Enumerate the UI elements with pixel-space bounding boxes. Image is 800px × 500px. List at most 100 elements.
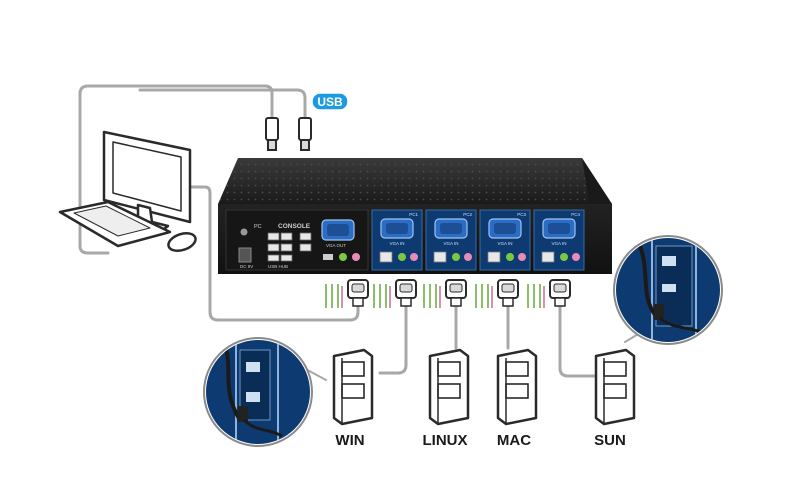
connector-head-4 [475, 279, 519, 308]
port-id-label: PC3 [517, 212, 526, 217]
mic-in-port [410, 253, 418, 261]
mic-in-port [518, 253, 526, 261]
vga-in-socket [440, 223, 462, 234]
computer-tower-icon [428, 348, 470, 426]
vga-in-label: VGA IN [551, 241, 566, 246]
computers [332, 348, 636, 426]
vga-plug-pins [553, 283, 567, 293]
audio-leads [325, 284, 339, 308]
cables [78, 84, 649, 381]
audio-out-port [560, 253, 568, 261]
connector-head-1 [325, 279, 369, 308]
usb-hub-label: USB HUB [268, 264, 288, 269]
connector-head-2 [373, 279, 417, 308]
usb-badge-label: USB [317, 95, 343, 109]
vga-in-label: VGA IN [389, 241, 404, 246]
drive-bay-bottom [603, 383, 627, 399]
cable-connectors [325, 279, 571, 308]
console-label: CONSOLE [278, 223, 311, 230]
label-linux: LINUX [423, 432, 468, 449]
label-win: WIN [335, 432, 364, 449]
audio-out-port [452, 253, 460, 261]
connector-head-3 [423, 279, 467, 308]
port-id-label: PC4 [571, 212, 580, 217]
audio-leads [527, 284, 541, 308]
vga-plug-pins [351, 283, 365, 293]
usb-plugs [265, 117, 312, 151]
console-cable [186, 185, 360, 322]
console-audio-green [339, 253, 347, 261]
vga-plug-pins [501, 283, 515, 293]
cable-pc1 [378, 298, 408, 375]
usb-b-port [379, 251, 393, 263]
vga-plug-boot [554, 297, 566, 307]
kvm-switch: DC 9V PC CONSOLE USB HUB VGA OUT PC1VGA … [218, 158, 612, 274]
usb-cable-1 [78, 84, 274, 255]
vga-plug-boot [352, 297, 364, 307]
vga-in-socket [386, 223, 408, 234]
console-mini-port [323, 254, 333, 260]
usb-cable-2 [138, 88, 307, 124]
drive-bay-bottom [505, 383, 529, 399]
drive-bay-bottom [341, 383, 365, 399]
port-id-label: PC1 [409, 212, 418, 217]
usb-hub-ports [267, 232, 312, 262]
audio-leads [475, 284, 489, 308]
dc-label: DC 9V [240, 264, 253, 269]
audio-out-port [506, 253, 514, 261]
pc-label: PC [254, 224, 262, 230]
monitor-screen [112, 141, 182, 212]
callout-left [203, 337, 313, 447]
vga-in-socket [494, 223, 516, 234]
usb-plug-1 [265, 117, 279, 141]
drive-bay-top [603, 361, 627, 377]
audio-leads [373, 284, 387, 308]
kvm-vent-holes [218, 158, 612, 204]
connector-head-5 [527, 279, 571, 308]
label-mac: MAC [497, 432, 531, 449]
vga-plug-boot [450, 297, 462, 307]
dc-power-jack [240, 228, 248, 236]
vga-plug-pins [449, 283, 463, 293]
vga-out-label: VGA OUT [326, 243, 346, 248]
usb-b-port [541, 251, 555, 263]
drive-bay-top [505, 361, 529, 377]
port-id-label: PC2 [463, 212, 472, 217]
console-pc [58, 130, 197, 253]
audio-out-port [398, 253, 406, 261]
mouse-icon [167, 231, 197, 253]
callout-right [613, 235, 723, 345]
computer-tower-icon [332, 348, 374, 426]
computer-tower-icon [594, 348, 636, 426]
usb-b-port [433, 251, 447, 263]
vga-plug-pins [399, 283, 413, 293]
vga-in-label: VGA IN [497, 241, 512, 246]
mic-in-port [464, 253, 472, 261]
usb-plug-1-tip [267, 139, 277, 151]
console-audio-pink [352, 253, 360, 261]
vga-in-socket [548, 223, 570, 234]
audio-leads [423, 284, 437, 308]
usb-plug-2 [298, 117, 312, 141]
drive-bay-top [437, 361, 461, 377]
computer-tower-icon [496, 348, 538, 426]
mic-in-port [572, 253, 580, 261]
drive-bay-bottom [437, 383, 461, 399]
usb-plug-2-tip [300, 139, 310, 151]
label-sun: SUN [594, 432, 626, 449]
vga-out-port [321, 219, 355, 241]
cable-pc4 [558, 298, 596, 378]
usb-b-port [487, 251, 501, 263]
vga-plug-boot [400, 297, 412, 307]
keyboard-keys [73, 205, 151, 237]
vga-in-label: VGA IN [443, 241, 458, 246]
vga-plug-boot [502, 297, 514, 307]
usb-badge: USB [311, 92, 349, 111]
